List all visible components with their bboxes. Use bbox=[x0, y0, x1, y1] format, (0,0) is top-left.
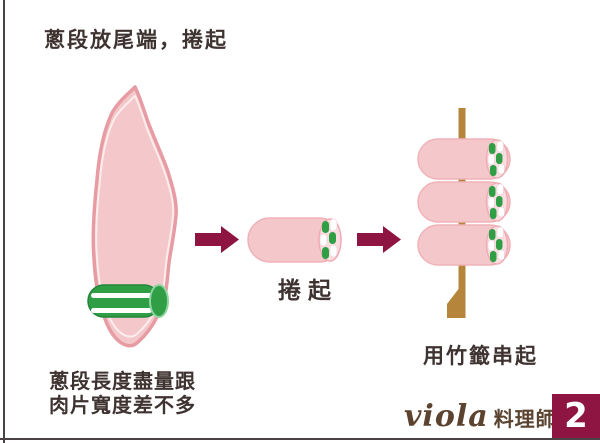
skewered-rolls-illustration bbox=[417, 138, 511, 266]
left-frame-line bbox=[3, 0, 5, 443]
meat-roll-illustration bbox=[247, 217, 342, 263]
note-line-1: 蔥段長度盡量跟 bbox=[49, 369, 196, 393]
brand-suffix: 料理師 bbox=[493, 407, 557, 431]
note-line-2: 肉片寬度差不多 bbox=[49, 393, 196, 417]
page-number: 2 bbox=[564, 396, 588, 436]
meat-slice-illustration bbox=[91, 85, 178, 348]
skewer-step-label: 用竹籤串起 bbox=[423, 344, 538, 368]
brand-name: viola bbox=[404, 399, 489, 434]
step-title: 蔥段放尾端，捲起 bbox=[44, 28, 228, 52]
page-number-badge: 2 bbox=[552, 394, 600, 438]
arrow-right-icon bbox=[357, 226, 401, 253]
scallion-illustration bbox=[87, 284, 169, 318]
roll-step-label: 捲起 bbox=[278, 278, 338, 304]
bottom-frame-line bbox=[0, 438, 600, 440]
note-text: 蔥段長度盡量跟 肉片寬度差不多 bbox=[49, 369, 196, 417]
bamboo-skewer-handle-illustration bbox=[447, 289, 466, 318]
brand-logo: viola 料理師 bbox=[404, 399, 557, 434]
arrow-right-icon bbox=[195, 226, 239, 253]
